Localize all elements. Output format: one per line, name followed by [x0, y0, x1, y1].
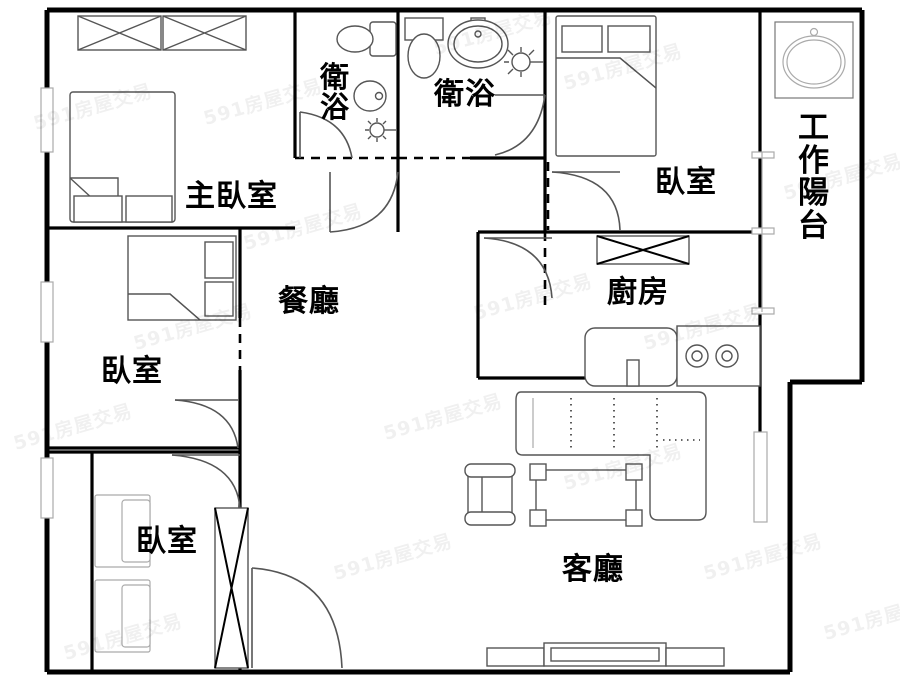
room-label-bathroom-small: 衛浴 — [320, 60, 351, 125]
living-room-furniture — [464, 391, 725, 667]
kitchen-furniture — [483, 235, 761, 387]
room-label-bedroom-top-right: 臥室 — [655, 165, 717, 200]
bedroom-top-right-furniture — [546, 15, 657, 231]
room-label-bathroom-main: 衛浴 — [434, 77, 496, 112]
master-bedroom-furniture — [69, 15, 247, 223]
room-label-dining-room: 餐廳 — [278, 284, 340, 319]
room-label-bedroom-left: 臥室 — [101, 354, 163, 389]
work-balcony-fixtures — [774, 21, 854, 99]
room-label-kitchen: 廚房 — [607, 275, 669, 310]
room-label-work-balcony: 工作陽台 — [798, 110, 830, 244]
bedroom-left-furniture — [127, 235, 237, 321]
room-label-bedroom-bottom-left: 臥室 — [136, 524, 198, 559]
bathroom-small-fixtures — [299, 21, 397, 159]
room-label-living-room: 客廳 — [562, 552, 624, 587]
window-icon-group — [40, 87, 775, 523]
dining-room-furniture — [174, 171, 399, 449]
bedroom-bottom-left-furniture — [47, 450, 343, 672]
bathroom-main-fixtures — [404, 17, 546, 156]
room-label-master-bedroom: 主臥室 — [185, 179, 278, 214]
